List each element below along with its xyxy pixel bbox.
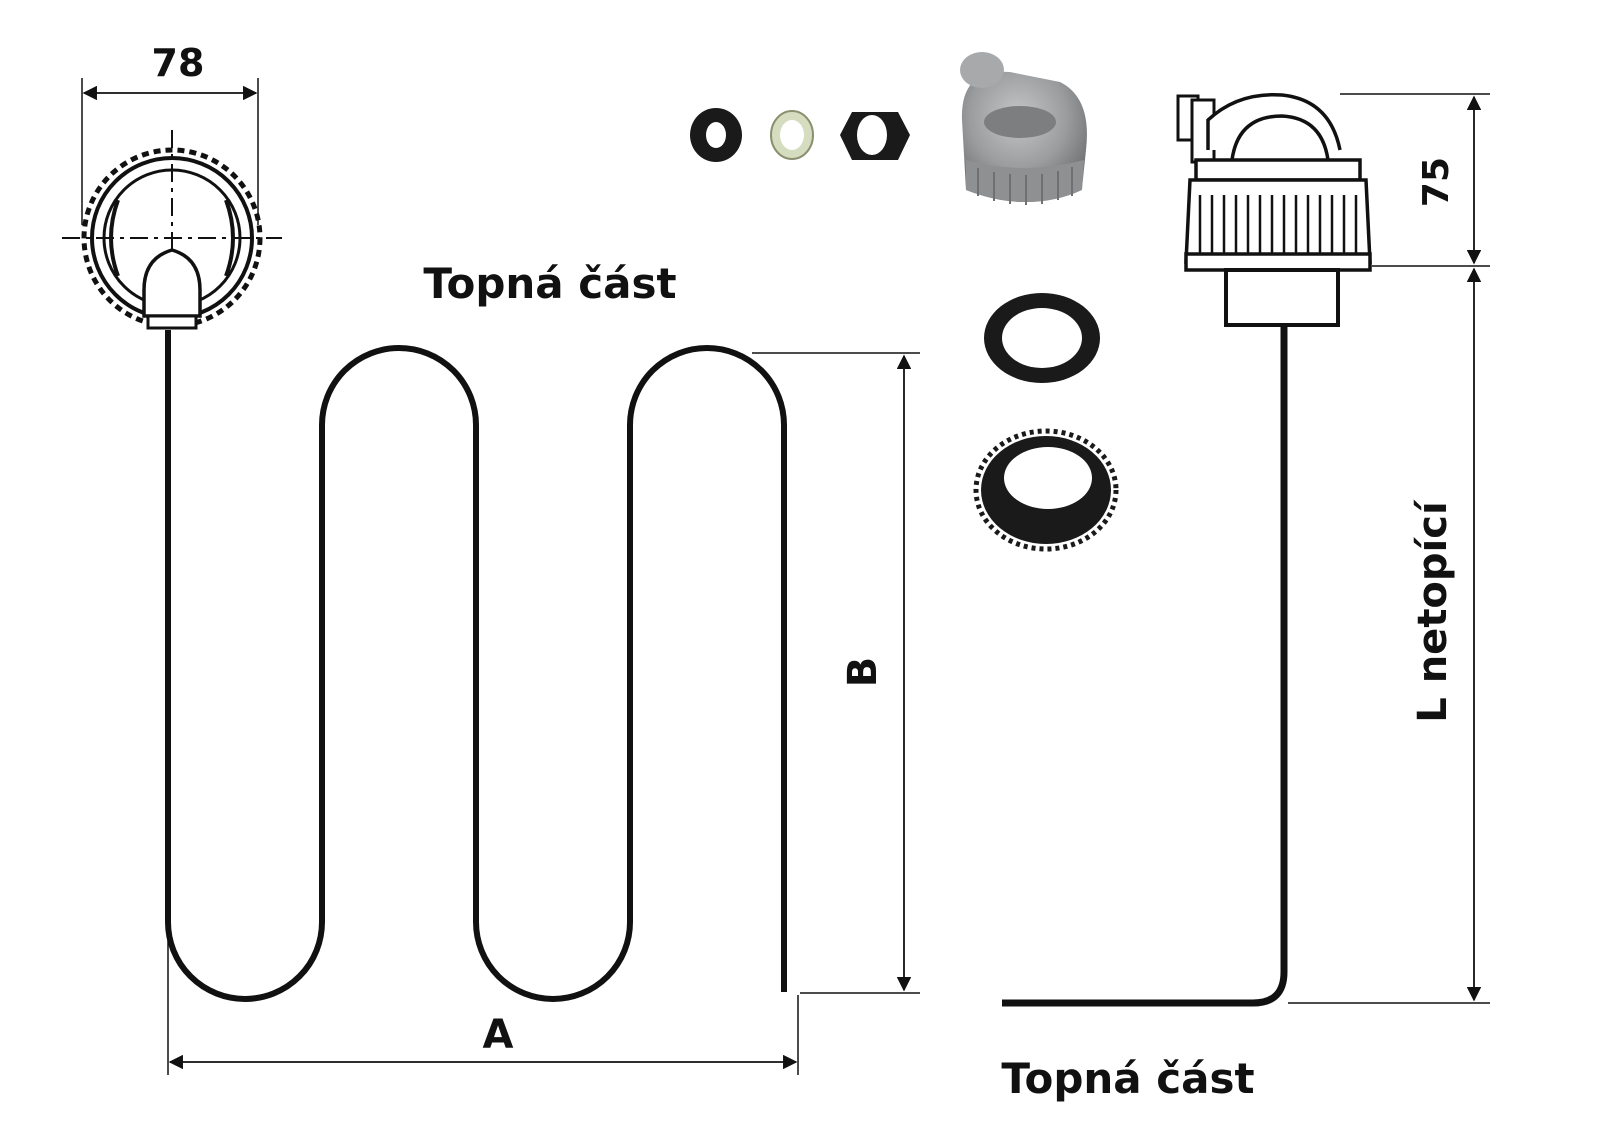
accessory-threaded-ring <box>973 428 1119 552</box>
dimension-78: 78 <box>81 41 259 225</box>
accessory-gasket-ring <box>984 293 1100 383</box>
serpentine-heating-element <box>165 330 787 1002</box>
head-side-view <box>1176 92 1372 327</box>
dimension-75: 75 <box>1340 93 1490 267</box>
dimension-a-label: A <box>483 1012 514 1058</box>
accessory-washer-black <box>690 108 742 162</box>
dimension-l-label: L netopící <box>1410 499 1456 723</box>
heating-part-label-bottom: Topná část <box>1001 1054 1254 1103</box>
accessory-hex-nut <box>840 112 910 160</box>
dimension-b-label: B <box>840 657 886 688</box>
side-view-element-rod <box>1002 325 1288 1007</box>
dimension-a: A <box>167 930 799 1075</box>
accessory-washer-light <box>770 110 814 160</box>
dimension-75-label: 75 <box>1416 157 1457 207</box>
dimension-l: L netopící <box>1288 267 1490 1004</box>
accessory-cap-grey <box>960 52 1087 205</box>
dimension-b: B <box>752 352 920 994</box>
dimension-78-label: 78 <box>152 41 205 85</box>
heating-part-label-top: Topná část <box>423 259 676 308</box>
head-top-view <box>62 130 282 330</box>
